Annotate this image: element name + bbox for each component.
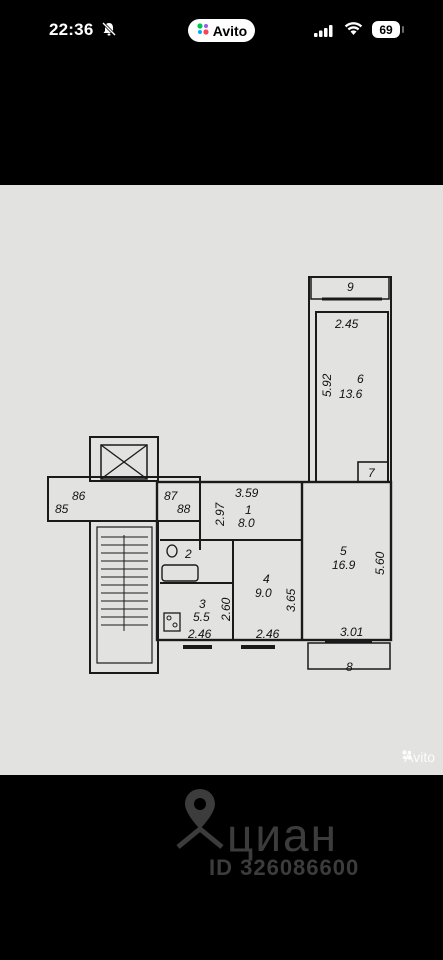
- cellular-signal-icon: [314, 24, 334, 42]
- room-9-number: 9: [347, 280, 354, 294]
- status-time: 22:36: [49, 20, 94, 39]
- room-3-area: 5.5: [193, 610, 210, 624]
- dim-2-97: 2.97: [213, 501, 227, 527]
- room-2-number: 2: [184, 547, 192, 561]
- avito-app-pill[interactable]: Avito: [188, 19, 255, 42]
- room-4-area: 9.0: [255, 586, 272, 600]
- floor-plan-photo[interactable]: 9 2.45 6 13.6 5.92 7 3.59 2.97 1 8.0 5 1…: [0, 185, 443, 775]
- battery-level: 69: [379, 22, 393, 37]
- stair-number-87: 87: [164, 489, 179, 503]
- room-5-area: 16.9: [332, 558, 356, 572]
- dim-3-01: 3.01: [340, 625, 363, 639]
- battery-indicator: 69: [372, 21, 400, 38]
- room-1-number: 1: [245, 503, 252, 517]
- avito-watermark-label: Avito: [404, 749, 435, 765]
- battery-tip: [402, 26, 404, 33]
- dim-5-92: 5.92: [320, 373, 334, 397]
- status-bar: 22:36 Avito: [0, 0, 443, 60]
- dim-2-60: 2.60: [219, 597, 233, 622]
- room-3-number: 3: [199, 597, 206, 611]
- room-8-number: 8: [346, 660, 353, 674]
- dim-2-45: 2.45: [334, 317, 359, 331]
- room-6-area: 13.6: [339, 387, 363, 401]
- avito-logo-icon: [196, 22, 210, 39]
- floor-plan-drawing: 9 2.45 6 13.6 5.92 7 3.59 2.97 1 8.0 5 1…: [47, 276, 393, 674]
- room-4-number: 4: [263, 572, 270, 586]
- stair-number-86: 86: [72, 489, 86, 503]
- wifi-icon: [344, 21, 363, 41]
- dim-3-59: 3.59: [235, 486, 259, 500]
- cian-listing-id: ID 326086600: [209, 855, 360, 880]
- avito-pill-label: Avito: [212, 22, 248, 39]
- dim-2-46-b: 2.46: [255, 627, 280, 641]
- dim-5-60: 5.60: [373, 551, 387, 575]
- stair-number-85: 85: [55, 502, 69, 516]
- bell-muted-icon: [101, 21, 117, 42]
- room-6-number: 6: [357, 372, 364, 386]
- dim-2-46-a: 2.46: [187, 627, 212, 641]
- room-5-number: 5: [340, 544, 347, 558]
- cian-pin-icon: [176, 785, 224, 854]
- room-1-area: 8.0: [238, 516, 255, 530]
- stair-number-88: 88: [177, 502, 191, 516]
- dim-3-65: 3.65: [284, 588, 298, 612]
- room-7-number: 7: [368, 466, 376, 480]
- cian-wordmark: циан: [227, 809, 339, 861]
- avito-watermark: Avito: [401, 749, 435, 765]
